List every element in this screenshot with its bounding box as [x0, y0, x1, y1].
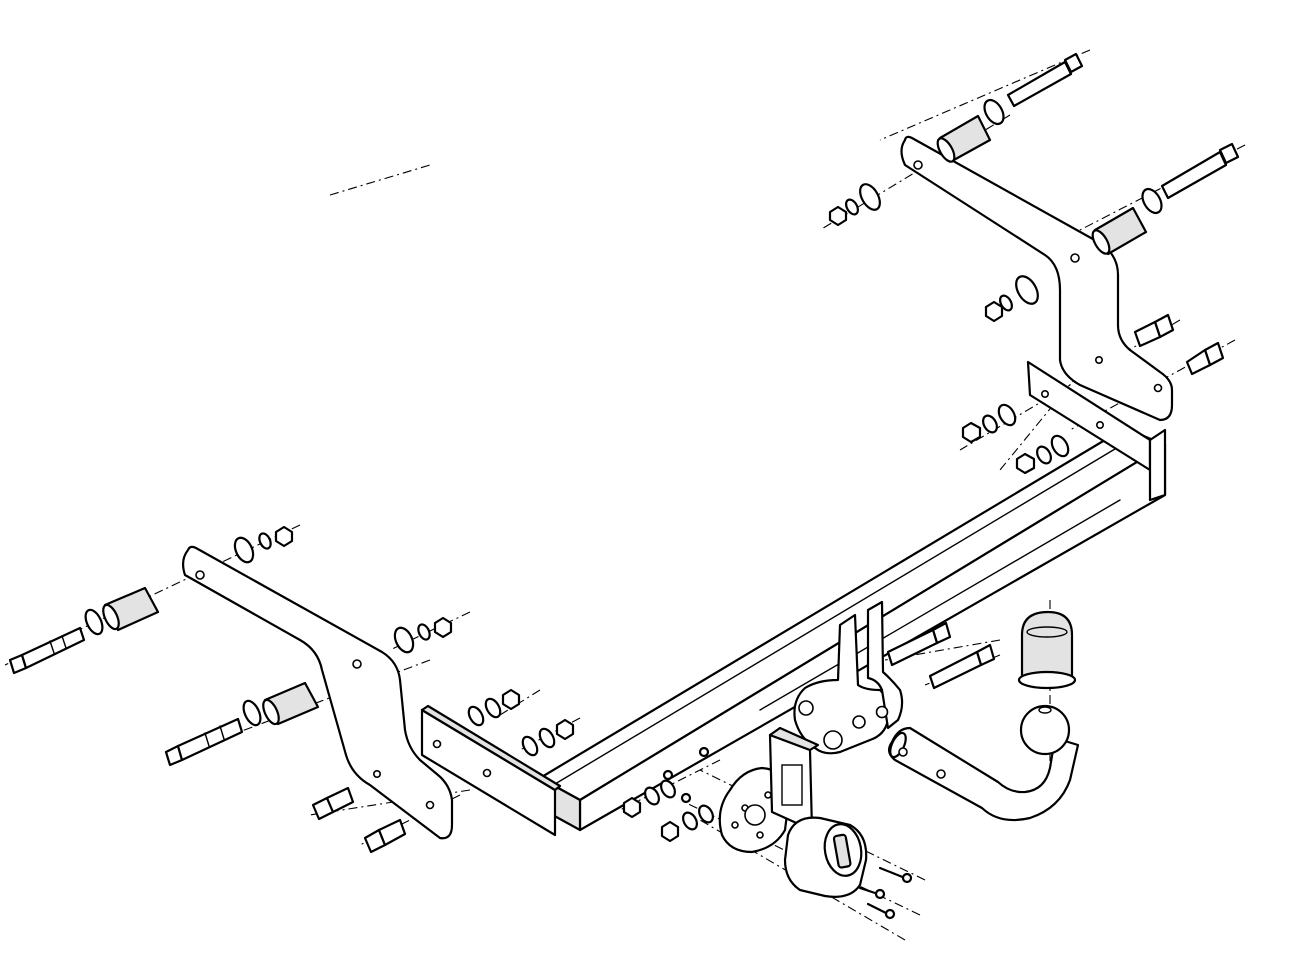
washer-nut-set-socket [622, 746, 714, 843]
spacer-tube-right-middle [1091, 206, 1148, 256]
hex-bolt-right-middle [1160, 142, 1240, 200]
spacer-tube-left-upper [102, 586, 160, 632]
electrical-socket [783, 816, 868, 898]
left-side-bracket [181, 545, 454, 840]
tow-ball-cap [1017, 610, 1077, 690]
washer-nut-set-left-plate [467, 688, 575, 757]
hex-bolt-arm-1 [886, 621, 952, 667]
ball-mount-fork [793, 600, 904, 755]
hex-bolt-arm-2 [928, 643, 996, 690]
washer-nut-set-right-middle [984, 187, 1163, 323]
spacer-tube-left-lower [262, 681, 320, 726]
right-end-plate [1026, 360, 1167, 502]
left-end-plate [420, 704, 562, 837]
hex-bolt-right-top [1006, 52, 1084, 108]
washer-nut-set-right-top [828, 98, 1005, 227]
hex-bolt-left-lower [164, 717, 244, 767]
tow-ball-arm [888, 704, 1080, 822]
washer-nut-set-left-middle [242, 616, 453, 727]
hex-bolt-left-short-1 [311, 786, 355, 821]
hex-bolt-left-short-2 [363, 818, 407, 854]
socket-bracket [768, 726, 820, 832]
hex-bolt-right-short-1 [1133, 313, 1175, 348]
hex-bolt-left-upper [8, 626, 86, 675]
spacer-tube-right-top [936, 114, 992, 163]
washer-nut-set-left-upper [84, 525, 294, 636]
hex-bolt-right-short-2 [1185, 341, 1225, 376]
washer-nut-set-right-lower [961, 403, 1070, 475]
socket-screws [858, 866, 913, 920]
